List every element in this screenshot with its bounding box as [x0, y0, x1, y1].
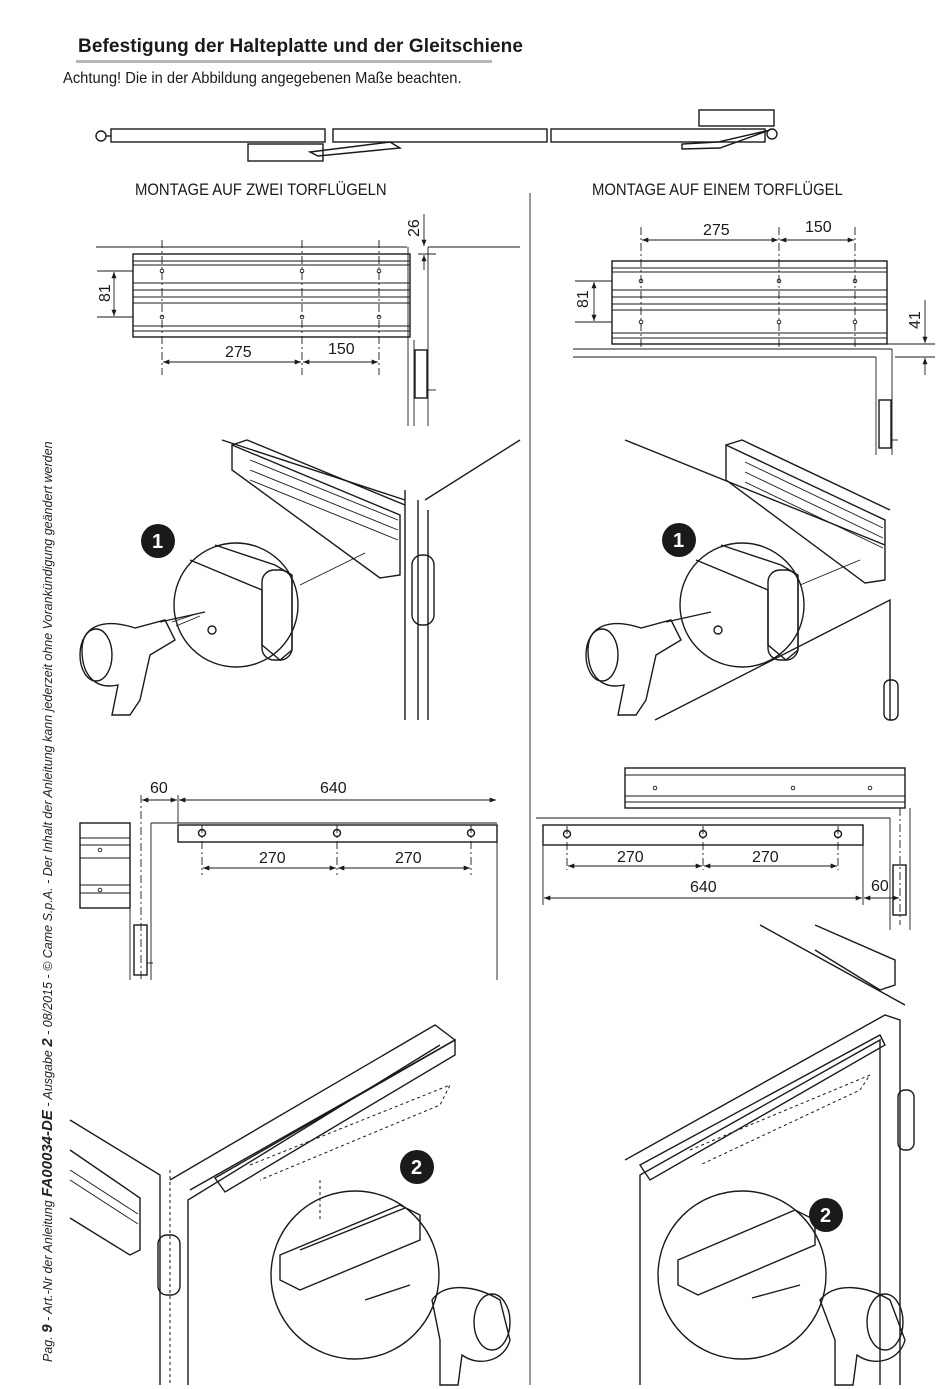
step-1-badge-left: 1 [141, 524, 175, 558]
dim-270-right-b: 270 [752, 849, 779, 866]
step-2-badge-right: 2 [809, 1198, 843, 1232]
step-2-label-right: 2 [820, 1205, 831, 1227]
dim-81-right: 81 [575, 290, 592, 308]
step-1-label-right: 1 [673, 530, 684, 552]
dim-150-left: 150 [328, 341, 355, 358]
step-1-badge-right: 1 [662, 523, 696, 557]
right-top-plate-drawing [573, 227, 935, 455]
right-rail-drawing [536, 767, 911, 930]
left-rail-drawing [79, 795, 498, 980]
page-title: Befestigung der Halteplatte und der Glei… [78, 36, 524, 57]
heading-one-leaf: MONTAGE AUF EINEM TORFLÜGEL [592, 181, 843, 199]
dim-26: 26 [406, 219, 423, 237]
step-1-label-left: 1 [152, 531, 163, 553]
dim-640-left: 640 [320, 780, 347, 797]
overview-rail [95, 109, 778, 162]
dim-60-left: 60 [150, 780, 168, 797]
warning-note: Achtung! Die in der Abbildung angegebene… [63, 70, 462, 87]
right-rail-illustration [624, 924, 915, 1386]
step-2-badge-left: 2 [400, 1150, 434, 1184]
dim-275-left: 275 [225, 344, 252, 361]
left-top-plate-drawing [96, 214, 520, 426]
right-drill-plate-illustration [585, 439, 899, 721]
dim-150-right: 150 [805, 219, 832, 236]
dim-640-right: 640 [690, 879, 717, 896]
heading-two-leaves: MONTAGE AUF ZWEI TORFLÜGELN [135, 181, 387, 199]
dim-60-right: 60 [871, 878, 889, 895]
dim-81-left: 81 [97, 284, 114, 302]
dim-275-right: 275 [703, 222, 730, 239]
dim-270-left-a: 270 [259, 850, 286, 867]
left-rail-illustration [69, 1024, 511, 1386]
dim-41: 41 [907, 311, 924, 329]
step-2-label-left: 2 [411, 1157, 422, 1179]
dim-270-right-a: 270 [617, 849, 644, 866]
title-underline [76, 60, 492, 63]
dim-270-left-b: 270 [395, 850, 422, 867]
left-drill-plate-illustration [79, 439, 521, 720]
